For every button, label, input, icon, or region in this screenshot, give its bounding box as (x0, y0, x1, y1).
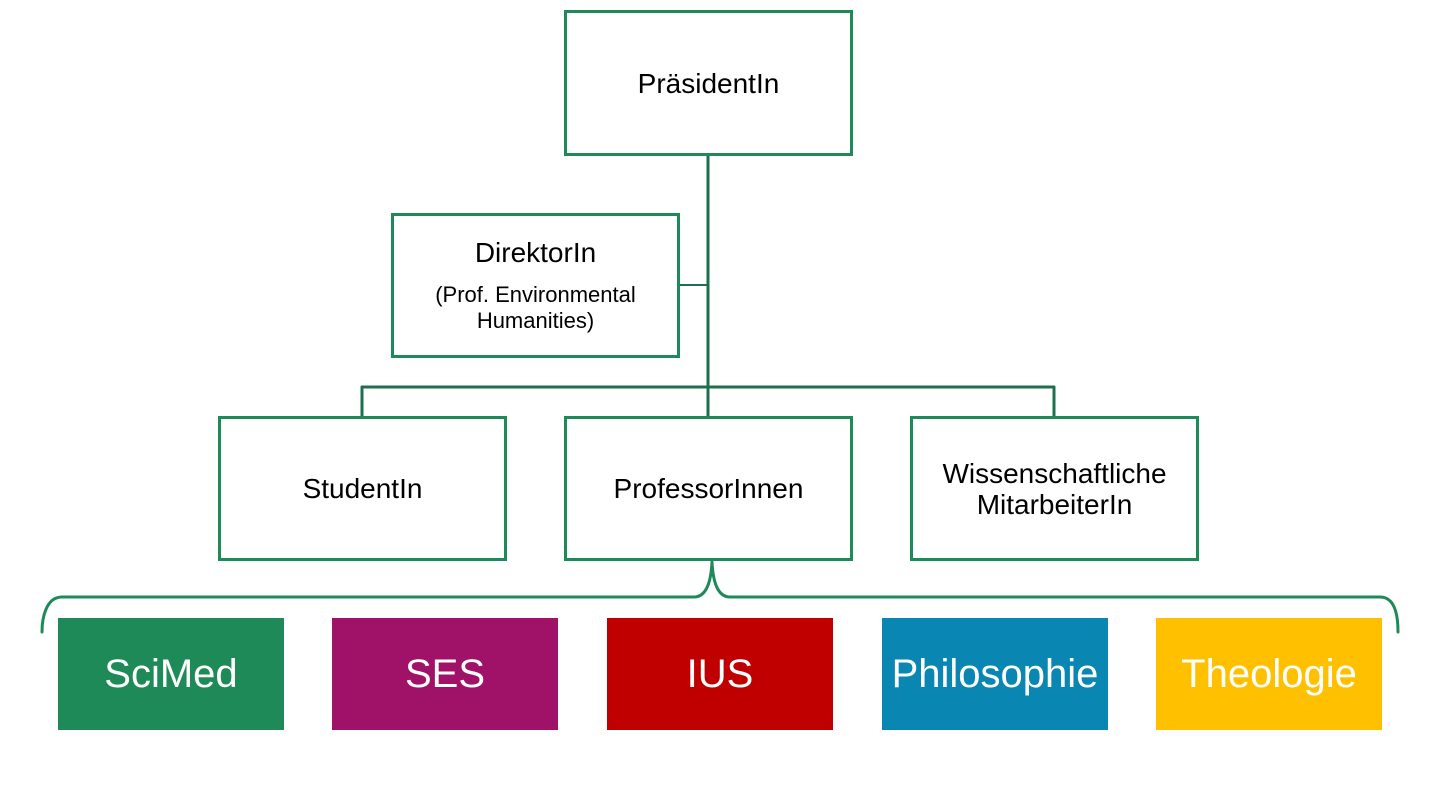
department-scimed-label: SciMed (104, 652, 238, 696)
department-theologie: Theologie (1156, 618, 1382, 730)
department-philosophie-label: Philosophie (891, 652, 1099, 696)
department-ius-label: IUS (686, 652, 754, 696)
director-box: DirektorIn (Prof. Environmental Humaniti… (391, 213, 680, 358)
student-box: StudentIn (218, 416, 507, 561)
department-theologie-label: Theologie (1181, 652, 1357, 696)
president-label: PräsidentIn (637, 67, 780, 99)
president-box: PräsidentIn (564, 10, 853, 156)
director-label: DirektorIn (474, 237, 597, 268)
department-ius: IUS (607, 618, 833, 730)
department-ses-label: SES (404, 652, 486, 696)
director-subtitle: (Prof. Environmental Humanities) (435, 282, 636, 333)
department-brace (40, 560, 1400, 634)
department-ses: SES (332, 618, 558, 730)
department-philosophie: Philosophie (882, 618, 1108, 730)
professors-box: ProfessorInnen (564, 416, 853, 561)
research-staff-box: Wissenschaftliche MitarbeiterIn (910, 416, 1199, 561)
student-label: StudentIn (302, 473, 423, 504)
professors-label: ProfessorInnen (613, 473, 804, 504)
research-staff-label: Wissenschaftliche MitarbeiterIn (942, 457, 1167, 520)
department-scimed: SciMed (58, 618, 284, 730)
